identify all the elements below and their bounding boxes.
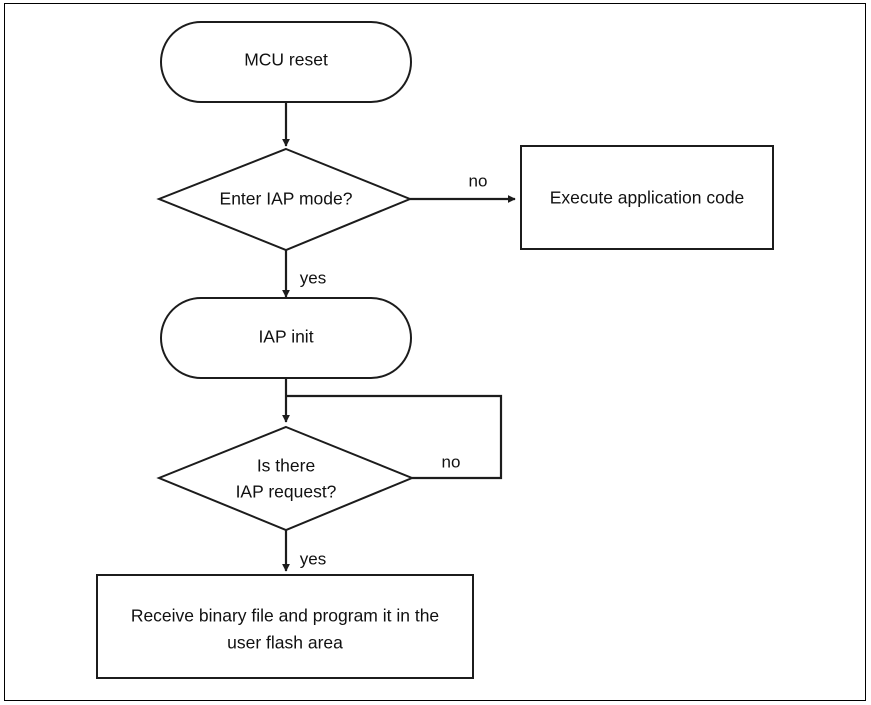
edge-label-iap-request-no: no: [442, 452, 461, 471]
node-enter-iap-mode[interactable]: [156, 147, 413, 252]
node-receive-binary-label-line2: user flash area: [227, 633, 343, 653]
node-receive-binary-label-line1: Receive binary file and program it in th…: [131, 606, 439, 626]
node-iap-init[interactable]: [160, 297, 412, 379]
node-execute-application-code-label: Execute application code: [550, 188, 745, 208]
node-is-there-iap-request-label-line2: IAP request?: [236, 482, 337, 502]
node-enter-iap-mode-label: Enter IAP mode?: [220, 189, 353, 209]
node-mcu-reset-label: MCU reset: [244, 50, 328, 70]
edge-label-enter-iap-no: no: [469, 171, 488, 190]
node-receive-binary[interactable]: [96, 574, 474, 679]
node-is-there-iap-request[interactable]: [156, 425, 415, 532]
node-iap-init-label: IAP init: [258, 327, 313, 347]
connector-request-no-loopback: [286, 394, 503, 480]
node-mcu-reset[interactable]: [160, 21, 412, 103]
node-is-there-iap-request-label-line1: Is there: [257, 456, 315, 476]
node-execute-application-code[interactable]: [520, 145, 774, 250]
edge-label-enter-iap-yes: yes: [300, 268, 326, 287]
edge-label-iap-request-yes: yes: [300, 549, 326, 568]
